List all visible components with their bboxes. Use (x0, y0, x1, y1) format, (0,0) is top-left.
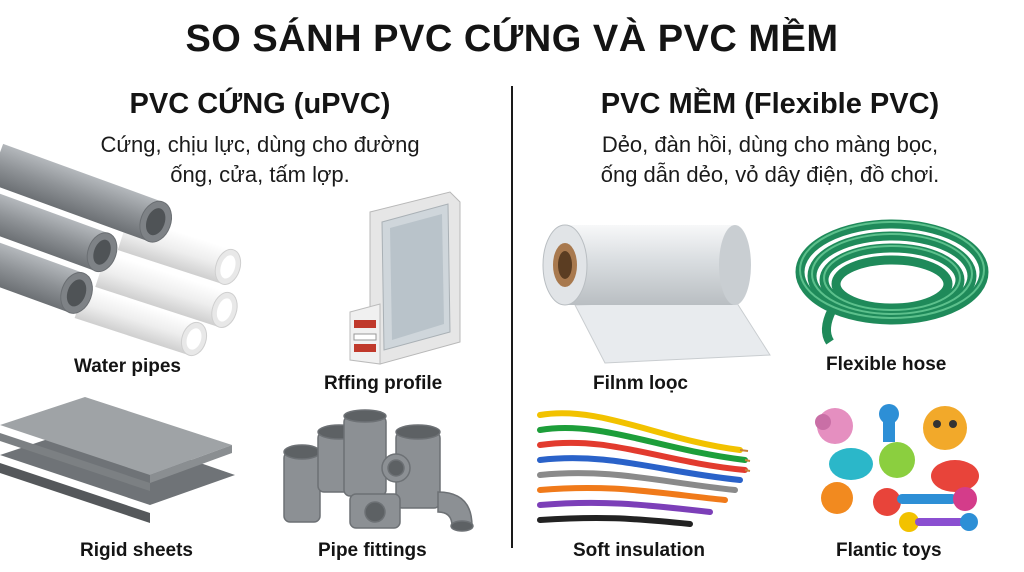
hose-icon (795, 219, 989, 345)
left-desc-line-2: ống, cửa, tấm lợp. (170, 162, 350, 187)
sheets-icon (0, 397, 235, 523)
caption-pipe-fittings: Pipe fittings (318, 540, 427, 561)
fittings-icon (283, 409, 474, 532)
toys-item (805, 398, 990, 538)
wires-icon (537, 410, 751, 527)
window-profile-icon (349, 191, 461, 365)
caption-roofing-profile: Rffing profile (324, 373, 443, 394)
right-desc-line-1: Dẻo, đàn hồi, dùng cho màng bọc, (601, 132, 939, 157)
caption-flantic-toys: Flantic toys (836, 540, 942, 561)
caption-film: Filnm loọc (593, 373, 688, 394)
window-profile-item (340, 191, 470, 367)
page-title: SO SÁNH PVC CỨNG VÀ PVC MỀM (185, 18, 839, 60)
left-description: Cứng, chịu lực, dùng cho đường ống, cửa,… (20, 130, 500, 190)
left-desc-line-1: Cứng, chịu lực, dùng cho đường (100, 132, 420, 157)
left-heading: PVC CỨNG (uPVC) (129, 88, 391, 120)
wires-item (537, 400, 751, 535)
toys-icon (815, 404, 979, 532)
pipe-fittings-item (278, 409, 483, 537)
caption-flexible-hose: Flexible hose (826, 354, 947, 375)
rigid-sheets-item (0, 395, 240, 535)
caption-soft-insulation: Soft insulation (573, 540, 705, 561)
right-heading: PVC MỀM (Flexible PVC) (600, 88, 940, 120)
caption-water-pipes: Water pipes (74, 356, 181, 377)
water-pipes-item (0, 143, 250, 357)
film-roll-icon (542, 224, 771, 364)
right-desc-line-2: ống dẫn dẻo, vỏ dây điện, đồ chơi. (600, 162, 940, 187)
column-divider (511, 86, 513, 548)
pipes-icon (0, 143, 242, 357)
right-description: Dẻo, đàn hồi, dùng cho màng bọc, ống dẫn… (540, 130, 1000, 190)
film-roll-item (535, 205, 775, 365)
flexible-hose-item (792, 210, 992, 345)
caption-rigid-sheets: Rigid sheets (80, 540, 193, 561)
